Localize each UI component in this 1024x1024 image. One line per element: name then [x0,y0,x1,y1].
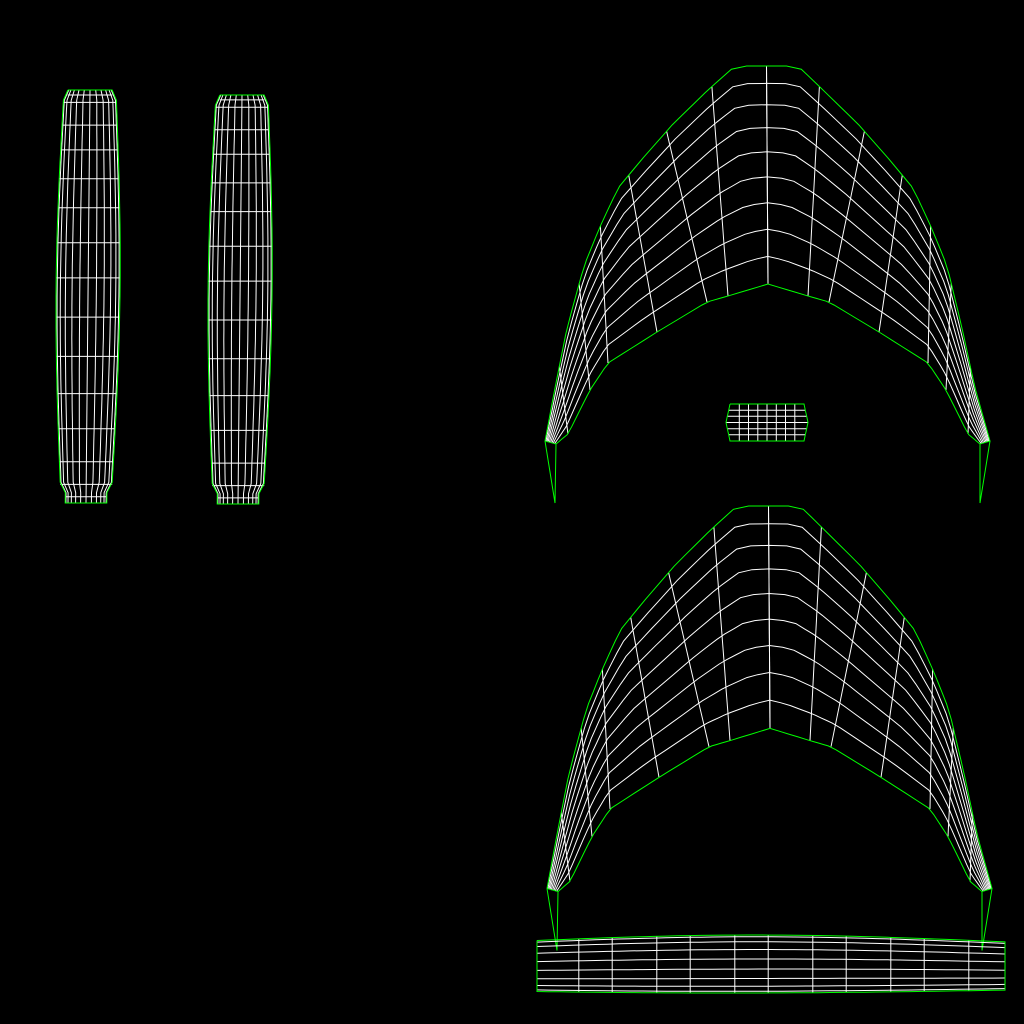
uv-island-outline [55,89,121,504]
uv-grid-line [100,89,112,504]
uv-island-outline [544,440,557,504]
uv-island-outline [979,440,991,504]
uv-grid-line [105,89,120,504]
uv-grid-line [828,131,865,303]
uv-grid-line [208,94,222,505]
uv-grid-line [601,669,611,809]
uv-grid-line [766,65,769,285]
uv-grid-line [64,89,75,504]
uv-grid-line [78,89,85,504]
uv-grid-line [216,94,227,505]
uv-island-outline [546,888,559,951]
uv-grid-line [90,89,98,504]
uv-grid-line [85,89,91,504]
uv-islands [55,65,1006,994]
uv-grid-line [668,572,710,747]
uv-grid-line [578,283,591,391]
uv-grid-line [558,366,569,435]
uv-grid-line [536,968,1006,971]
uv-grid-line [560,812,571,882]
uv-grid-line [536,936,1006,944]
uv-grid-line [830,572,867,747]
uv-grid-line [211,94,224,505]
uv-grid-line [255,94,269,505]
horizontal-strip [536,934,1006,994]
uv-grid-line [630,617,660,778]
uv-grid-line [969,812,973,882]
uv-grid-line [628,175,658,333]
uv-grid-line [536,958,1006,963]
uv-grid-line [257,94,272,505]
uv-grid-line [599,226,609,364]
uv-grid-line [711,86,729,297]
uv-grid-line [666,131,708,303]
uv-grid-line [537,977,1006,980]
uv-grid-line [242,94,250,505]
chevron-top [544,65,991,504]
uv-grid-line [252,94,264,505]
uv-grid-line [71,89,80,504]
uv-grid-line [809,526,822,741]
uv-grid-line [878,175,903,333]
uv-grid-line [56,89,70,504]
vertical-strip-right [207,94,273,505]
uv-grid-line [807,86,820,297]
uv-island-outline [981,888,993,951]
uv-grid-line [967,366,971,435]
uv-grid-line [713,526,731,741]
uv-island-outline [725,403,809,442]
uv-grid-line [929,669,934,809]
uv-grid-line [536,988,1006,992]
uv-grid-line [927,226,932,364]
uv-grid-line [237,94,243,505]
uv-grid-line [580,728,593,837]
uv-grid-line [103,89,117,504]
uv-grid-line [223,94,232,505]
uv-grid-line [536,949,1006,955]
small-rectangle [725,403,809,442]
uv-grid-line [230,94,237,505]
uv-grid-line [536,941,1006,949]
uv-grid-line [95,89,105,504]
uv-grid-line [59,89,72,504]
uv-island-outline [207,94,273,505]
uv-island-outline [536,934,1006,994]
chevron-bottom [546,505,993,951]
uv-grid-line [947,728,954,837]
uv-grid-line [536,983,1006,987]
vertical-strip-left [55,89,121,504]
uv-grid-line [768,505,771,729]
uv-grid-line [247,94,257,505]
uv-grid-line [880,617,905,778]
uv-grid-line [945,283,952,391]
